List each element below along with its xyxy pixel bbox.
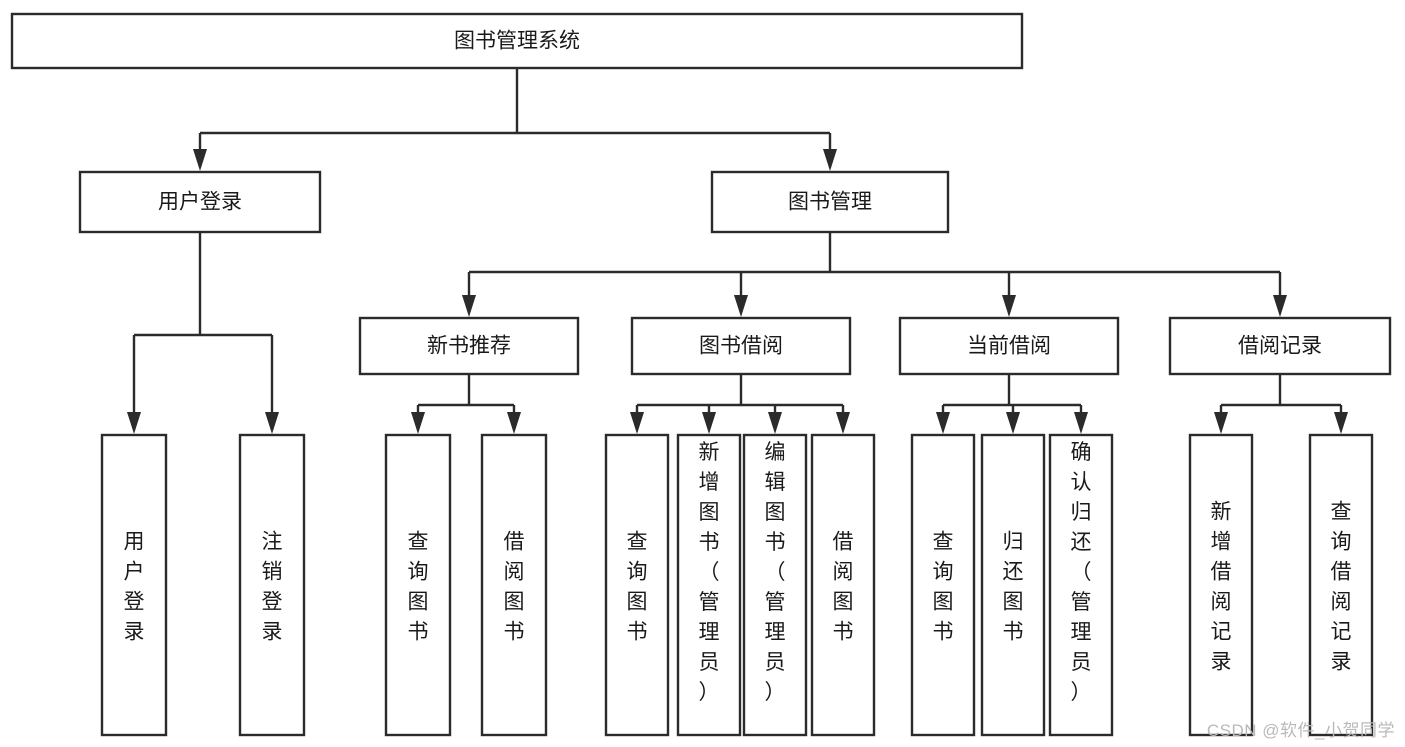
node-leaf-confirm-return[interactable]: 确认归还（管理员） bbox=[1048, 433, 1114, 737]
node-box-leaf-logout bbox=[238, 433, 306, 737]
arrow-head-leaf-return-book bbox=[1006, 412, 1020, 434]
node-label-book-borrow: 图书借阅 bbox=[699, 335, 783, 358]
node-box-user-login bbox=[78, 170, 322, 234]
node-label-new-book-rec: 新书推荐 bbox=[427, 335, 511, 358]
node-leaf-return-book[interactable]: 归还图书 bbox=[980, 433, 1046, 737]
node-book-manage[interactable]: 图书管理 bbox=[710, 170, 950, 234]
node-label-leaf-query-book-1: 查询图书 bbox=[408, 530, 429, 643]
node-leaf-query-book-1[interactable]: 查询图书 bbox=[384, 433, 452, 737]
node-leaf-add-book[interactable]: 新增图书（管理员） bbox=[676, 433, 742, 737]
arrow-head-leaf-add-book bbox=[702, 412, 716, 434]
node-box-leaf-add-record bbox=[1188, 433, 1254, 737]
node-label-leaf-add-record: 新增借阅记录 bbox=[1211, 500, 1232, 673]
arrow-head-book-manage bbox=[823, 149, 837, 171]
node-user-login[interactable]: 用户登录 bbox=[78, 170, 322, 234]
node-label-leaf-query-record: 查询借阅记录 bbox=[1331, 500, 1352, 673]
csdn-watermark: CSDN @软件_小贺同学 bbox=[1206, 721, 1395, 740]
node-box-leaf-borrow-book-1 bbox=[480, 433, 548, 737]
arrow-head-leaf-borrow-book-2 bbox=[836, 412, 850, 434]
node-label-leaf-logout: 注销登录 bbox=[262, 530, 283, 643]
node-label-leaf-query-book-3: 查询图书 bbox=[933, 530, 954, 643]
node-label-leaf-borrow-book-1: 借阅图书 bbox=[504, 530, 525, 643]
node-label-book-manage: 图书管理 bbox=[788, 191, 872, 214]
node-label-leaf-query-book-2: 查询图书 bbox=[627, 530, 648, 643]
arrow-head-new-book-rec bbox=[462, 295, 476, 317]
arrow-head-leaf-logout bbox=[265, 412, 279, 434]
node-box-book-borrow bbox=[630, 316, 852, 376]
node-root[interactable]: 图书管理系统 bbox=[10, 12, 1024, 70]
node-box-borrow-record bbox=[1168, 316, 1392, 376]
arrow-head-leaf-query-record bbox=[1334, 412, 1348, 434]
arrow-head-leaf-query-book-3 bbox=[936, 412, 950, 434]
arrow-head-leaf-borrow-book-1 bbox=[507, 412, 521, 434]
node-leaf-edit-book[interactable]: 编辑图书（管理员） bbox=[742, 433, 808, 737]
arrow-head-leaf-user-login bbox=[127, 412, 141, 434]
node-label-root: 图书管理系统 bbox=[454, 30, 580, 53]
arrow-head-leaf-confirm-return bbox=[1074, 412, 1088, 434]
node-box-current-borrow bbox=[898, 316, 1120, 376]
node-box-leaf-edit-book bbox=[742, 433, 808, 737]
arrow-head-book-borrow bbox=[734, 295, 748, 317]
node-label-borrow-record: 借阅记录 bbox=[1238, 335, 1322, 358]
node-leaf-query-book-3[interactable]: 查询图书 bbox=[910, 433, 976, 737]
node-label-leaf-borrow-book-2: 借阅图书 bbox=[833, 530, 854, 643]
node-current-borrow[interactable]: 当前借阅 bbox=[898, 316, 1120, 376]
node-box-leaf-return-book bbox=[980, 433, 1046, 737]
node-box-leaf-user-login bbox=[100, 433, 168, 737]
arrow-head-leaf-query-book-2 bbox=[630, 412, 644, 434]
node-label-current-borrow: 当前借阅 bbox=[967, 335, 1051, 358]
node-layer: 图书管理系统用户登录图书管理新书推荐图书借阅当前借阅借阅记录用户登录注销登录查询… bbox=[10, 12, 1392, 737]
node-new-book-rec[interactable]: 新书推荐 bbox=[358, 316, 580, 376]
node-box-root bbox=[10, 12, 1024, 70]
node-leaf-query-record[interactable]: 查询借阅记录 bbox=[1308, 433, 1374, 737]
arrow-head-user-login bbox=[193, 149, 207, 171]
arrow-head-leaf-query-book-1 bbox=[411, 412, 425, 434]
node-label-user-login: 用户登录 bbox=[158, 191, 242, 214]
node-leaf-logout[interactable]: 注销登录 bbox=[238, 433, 306, 737]
arrow-head-leaf-add-record bbox=[1214, 412, 1228, 434]
node-box-leaf-query-book-2 bbox=[604, 433, 670, 737]
node-borrow-record[interactable]: 借阅记录 bbox=[1168, 316, 1392, 376]
node-box-leaf-confirm-return bbox=[1048, 433, 1114, 737]
node-box-leaf-query-book-3 bbox=[910, 433, 976, 737]
node-box-book-manage bbox=[710, 170, 950, 234]
node-label-leaf-return-book: 归还图书 bbox=[1003, 530, 1024, 643]
node-box-new-book-rec bbox=[358, 316, 580, 376]
node-label-leaf-edit-book: 编辑图书（管理员） bbox=[765, 441, 786, 704]
arrow-head-leaf-edit-book bbox=[768, 412, 782, 434]
node-leaf-add-record[interactable]: 新增借阅记录 bbox=[1188, 433, 1254, 737]
node-box-leaf-query-book-1 bbox=[384, 433, 452, 737]
node-box-leaf-borrow-book-2 bbox=[810, 433, 876, 737]
node-leaf-user-login[interactable]: 用户登录 bbox=[100, 433, 168, 737]
node-leaf-borrow-book-2[interactable]: 借阅图书 bbox=[810, 433, 876, 737]
node-label-leaf-confirm-return: 确认归还（管理员） bbox=[1071, 441, 1092, 704]
node-leaf-query-book-2[interactable]: 查询图书 bbox=[604, 433, 670, 737]
node-label-leaf-add-book: 新增图书（管理员） bbox=[699, 441, 720, 704]
node-label-leaf-user-login: 用户登录 bbox=[124, 530, 145, 643]
arrow-head-borrow-record bbox=[1273, 295, 1287, 317]
node-book-borrow[interactable]: 图书借阅 bbox=[630, 316, 852, 376]
arrow-head-current-borrow bbox=[1002, 295, 1016, 317]
node-box-leaf-query-record bbox=[1308, 433, 1374, 737]
connector-layer bbox=[127, 68, 1348, 434]
node-box-leaf-add-book bbox=[676, 433, 742, 737]
node-leaf-borrow-book-1[interactable]: 借阅图书 bbox=[480, 433, 548, 737]
